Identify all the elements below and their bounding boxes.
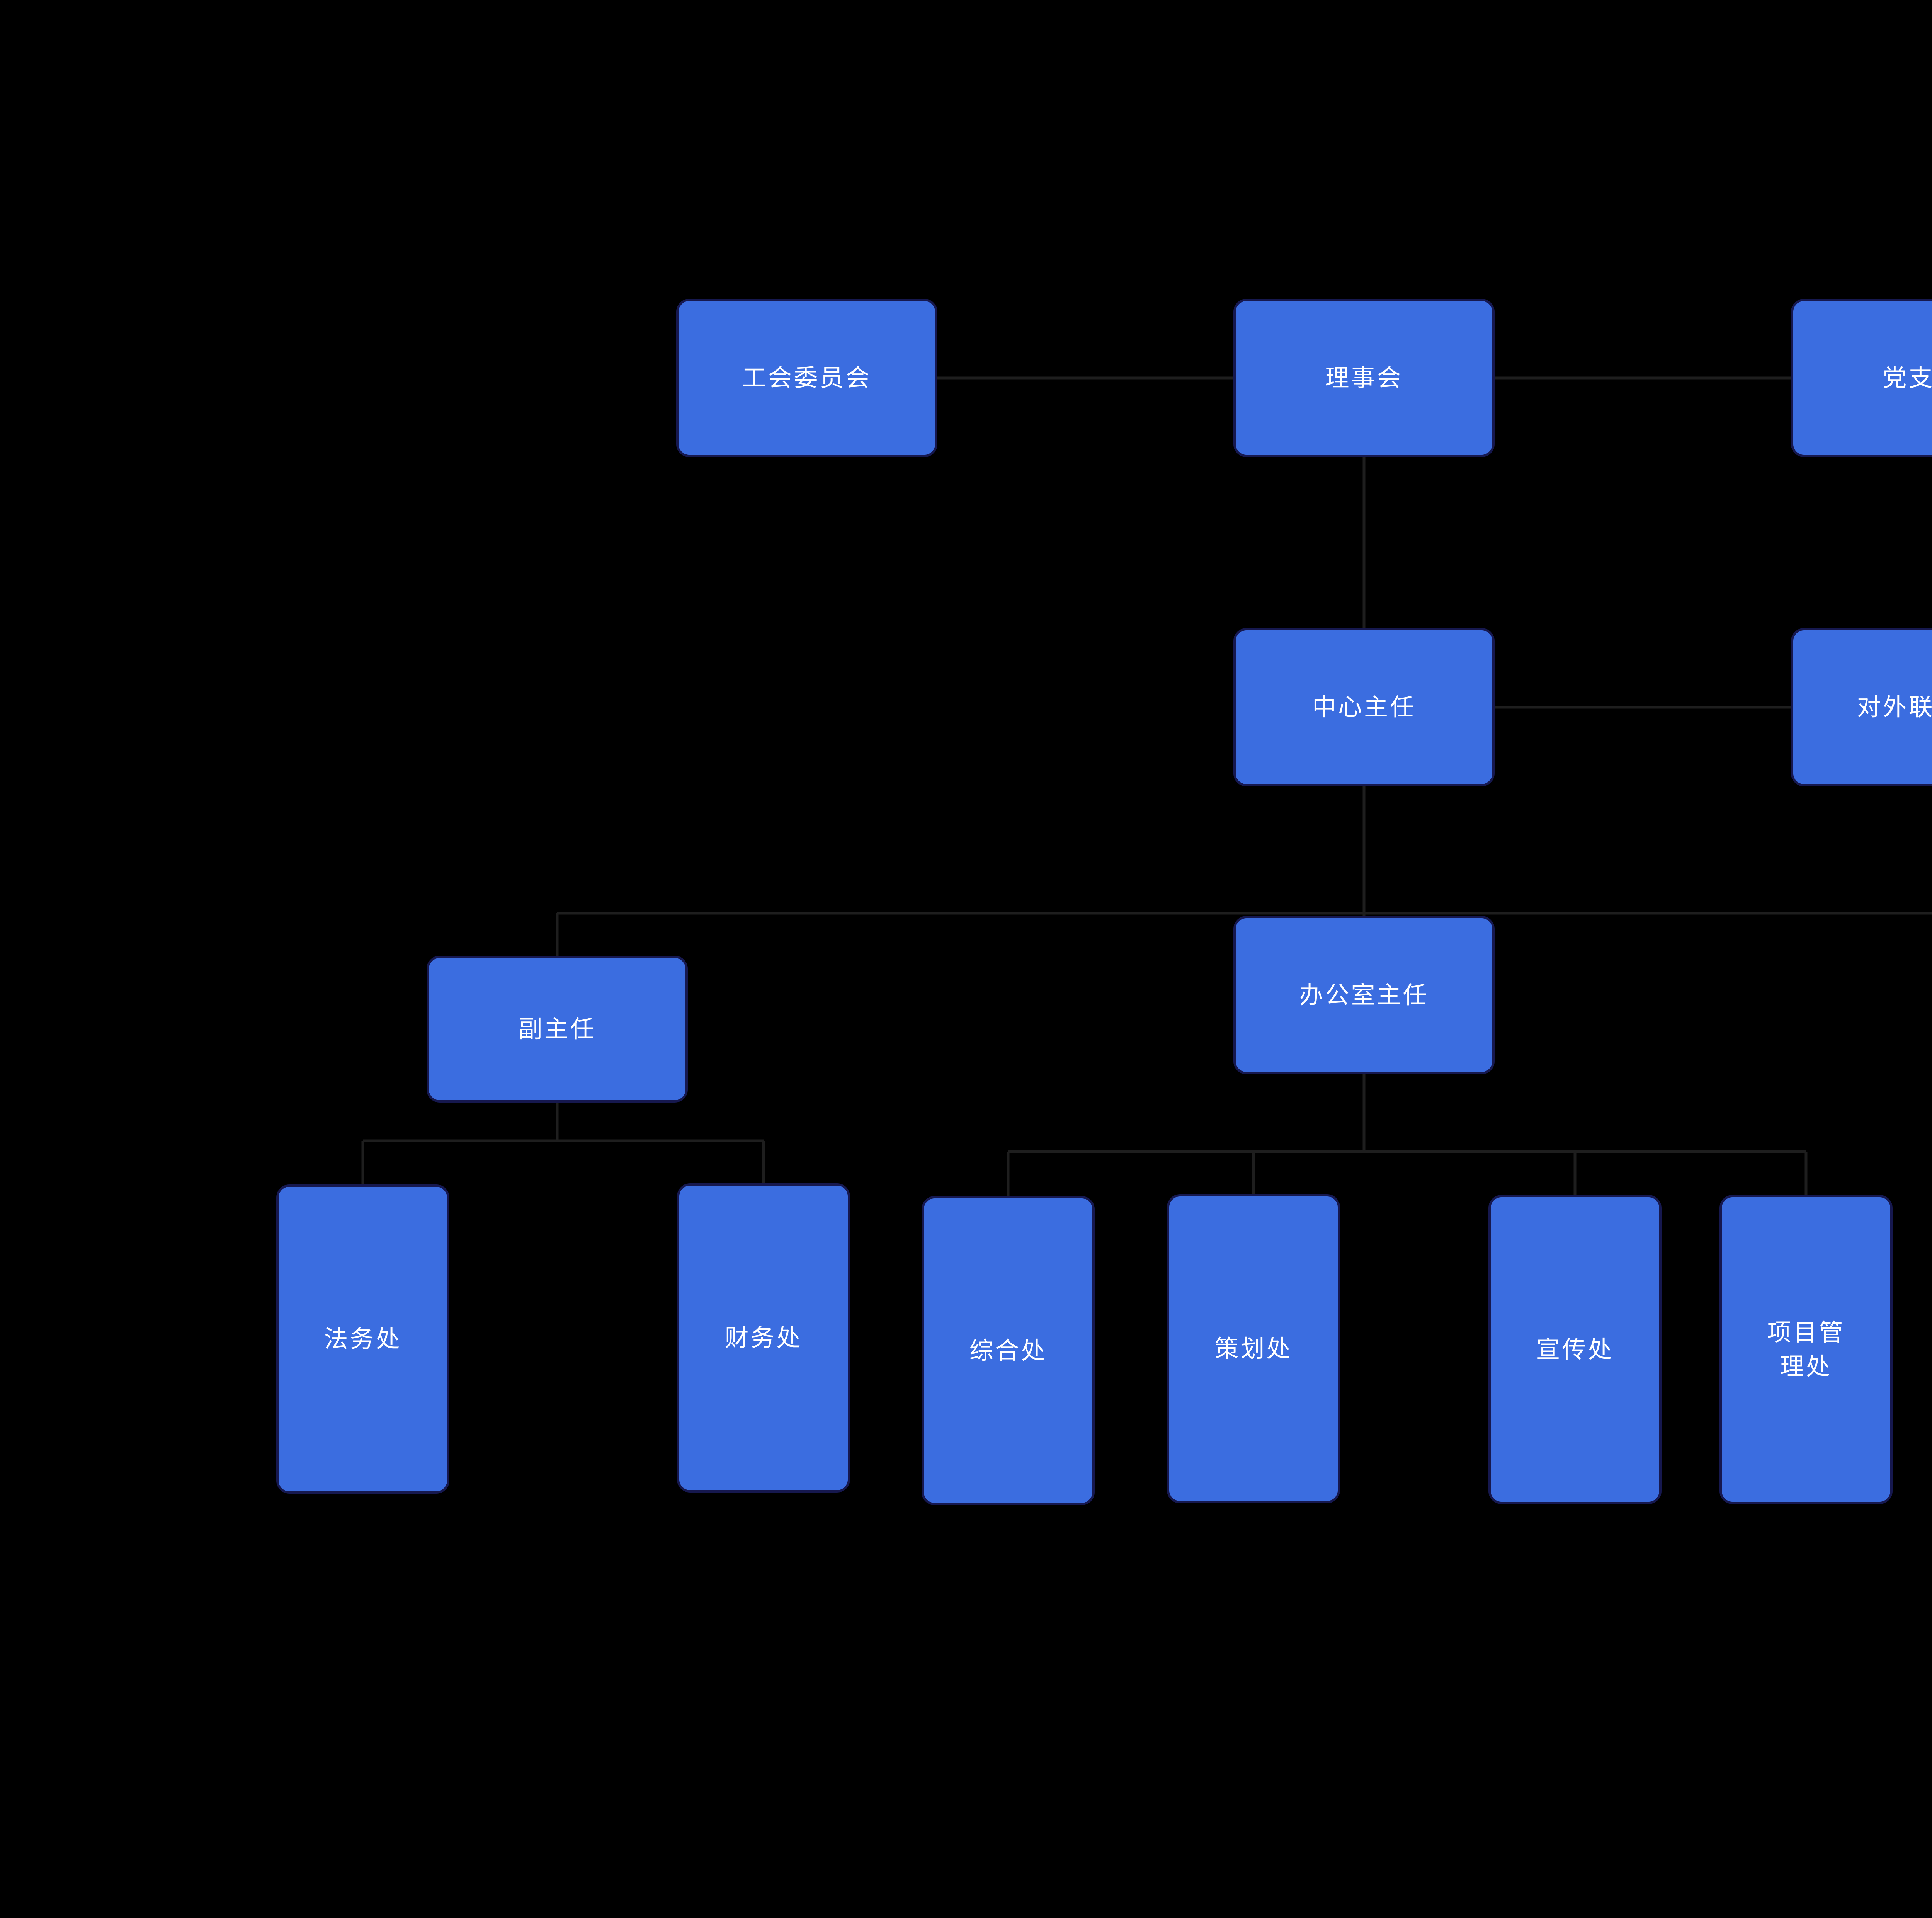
org-node-party[interactable]: 党支部: [1791, 299, 1932, 457]
org-node-union[interactable]: 工会委员会: [676, 299, 937, 457]
org-node-general[interactable]: 综合处: [922, 1196, 1095, 1505]
org-node-board[interactable]: 理事会: [1233, 299, 1495, 457]
org-node-deputy-left[interactable]: 副主任: [427, 956, 688, 1103]
org-node-publicity[interactable]: 宣传处: [1488, 1195, 1662, 1504]
org-node-legal[interactable]: 法务处: [276, 1184, 449, 1494]
org-node-director[interactable]: 中心主任: [1233, 628, 1495, 786]
org-node-planning[interactable]: 策划处: [1167, 1194, 1340, 1503]
org-node-finance[interactable]: 财务处: [677, 1183, 850, 1493]
org-node-project[interactable]: 项目管 理处: [1719, 1195, 1893, 1504]
org-node-liaison[interactable]: 对外联络处: [1791, 628, 1932, 786]
org-node-office-head[interactable]: 办公室主任: [1233, 916, 1495, 1074]
